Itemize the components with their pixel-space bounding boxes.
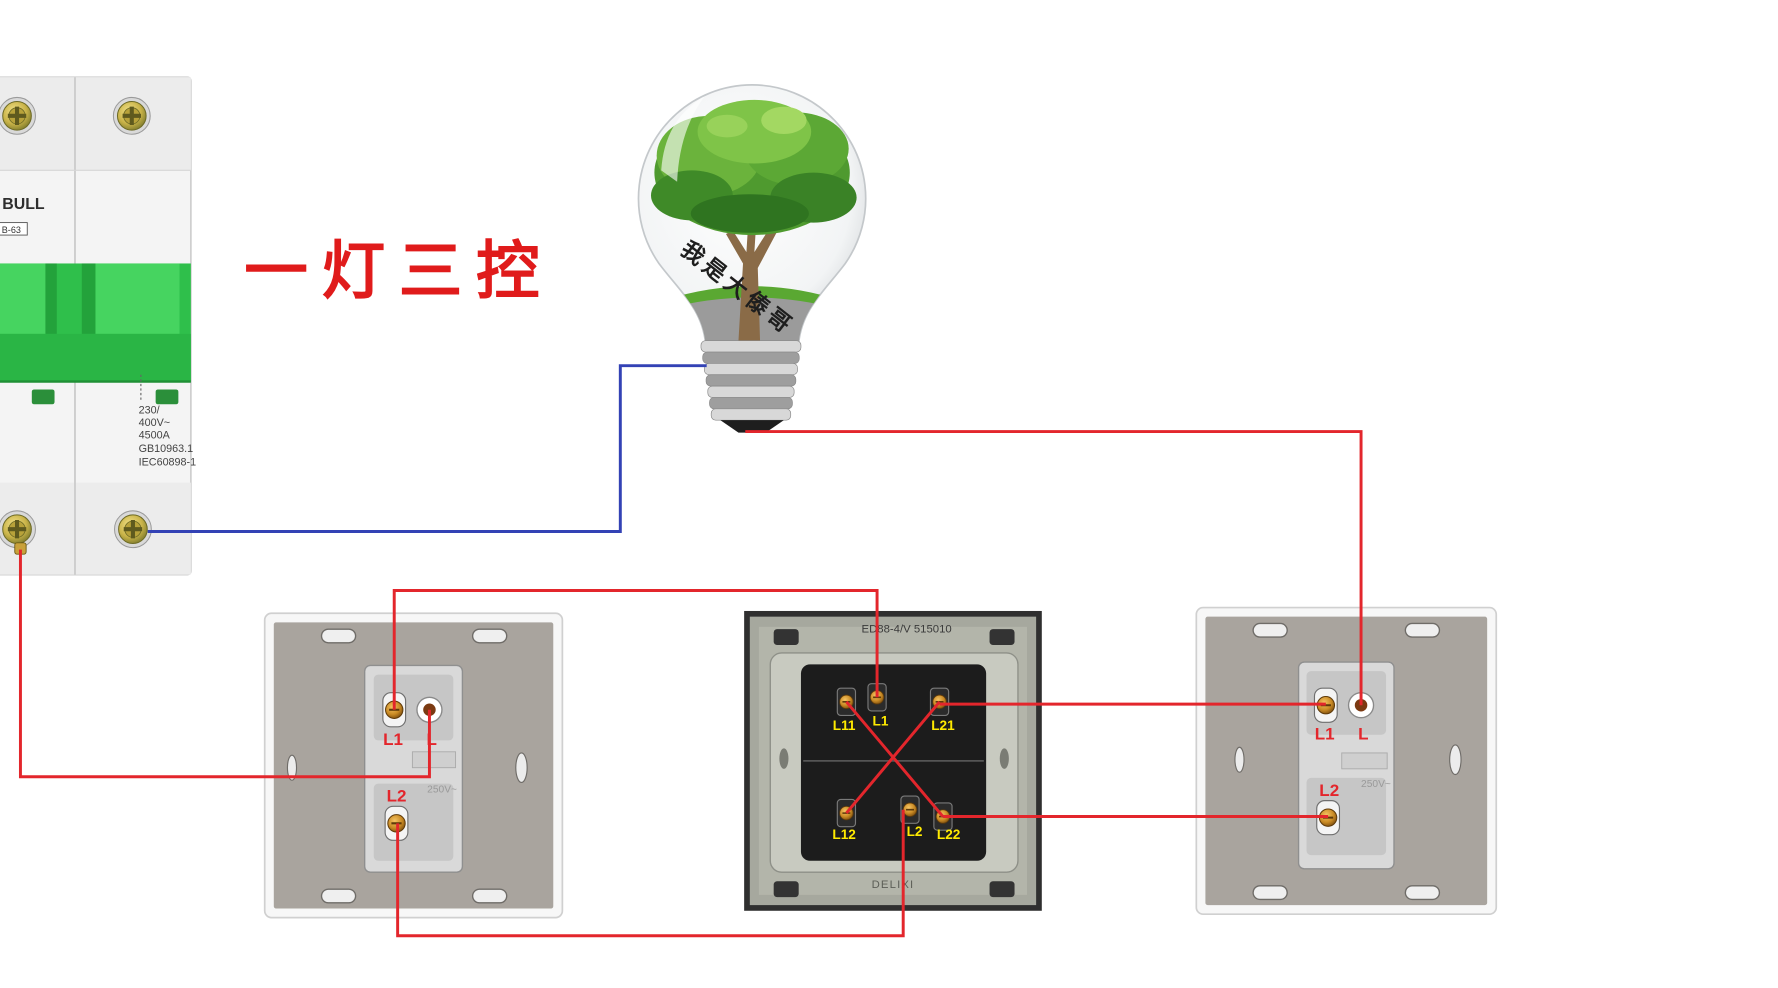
breaker-model-box bbox=[0, 222, 28, 236]
tree-canopy bbox=[690, 194, 809, 233]
mount-slot bbox=[773, 629, 799, 646]
breaker-handle-base bbox=[0, 333, 191, 382]
left-switch-icon: 250V~ L1 L L2 bbox=[263, 612, 564, 919]
module-label-strip bbox=[1341, 752, 1388, 770]
right-switch-icon: 250V~ L1 L L2 bbox=[1195, 606, 1498, 916]
breaker-top-left-screw-icon bbox=[0, 96, 36, 135]
diagram-title: 一灯三控 bbox=[244, 233, 553, 308]
mount-slot bbox=[989, 881, 1015, 898]
bulb-thread bbox=[709, 397, 793, 410]
label-l1: L1 bbox=[873, 714, 889, 729]
traveler-wire-left-l2-to-middle-l2 bbox=[396, 809, 905, 938]
breaker-left-indicator bbox=[31, 389, 55, 405]
label-l1: L1 bbox=[383, 730, 403, 749]
side-hole bbox=[515, 752, 528, 784]
breaker-spec-line: 4500A bbox=[139, 429, 171, 441]
bulb-thread bbox=[700, 340, 802, 353]
mount-slot bbox=[1252, 885, 1288, 901]
mount-slot bbox=[320, 888, 357, 904]
breaker-brand: BULL bbox=[2, 196, 45, 213]
bulb-contact-tip bbox=[720, 420, 784, 433]
breaker-bottom-left-screw-icon bbox=[0, 510, 36, 549]
circuit-breaker: BULL B-63 230/ 400V~ 4500A GB10963.1 IEC… bbox=[0, 76, 197, 576]
label-l11: L11 bbox=[833, 718, 856, 733]
label-l12: L12 bbox=[832, 827, 856, 842]
label-l2: L2 bbox=[907, 824, 923, 839]
mount-slot bbox=[773, 881, 799, 898]
cross-wire-l11-to-l22 bbox=[845, 700, 945, 818]
breaker-right-handle-shadow bbox=[81, 263, 96, 334]
live-wire-breaker-to-left-switch bbox=[18, 549, 431, 779]
neutral-wire bbox=[147, 364, 707, 533]
breaker-spec-line: 400V~ bbox=[139, 417, 170, 429]
breaker-spec-line: IEC60898-1 bbox=[139, 457, 197, 469]
mount-slot bbox=[1404, 622, 1441, 638]
terminal-l2-screw-icon bbox=[902, 802, 918, 817]
switch-rating: 250V~ bbox=[427, 785, 457, 796]
light-bulb-icon: 我是大傣哥 bbox=[637, 84, 867, 433]
switched-live-right-l-to-bulb bbox=[745, 430, 1363, 706]
breaker-right-handle bbox=[95, 263, 180, 334]
middle-switch-icon: ED88-4/V 515010 DELIXI bbox=[744, 610, 1042, 911]
tree-highlight bbox=[706, 114, 748, 138]
switch-rating: 250V~ bbox=[1361, 779, 1391, 790]
traveler-wire-left-l1-to-middle-l1 bbox=[392, 589, 879, 710]
tree-highlight bbox=[761, 106, 807, 135]
wiring bbox=[18, 364, 1363, 938]
breaker-spec-line: 230/ bbox=[139, 404, 160, 416]
middle-switch-labels: L11 L1 L21 L12 L2 L22 bbox=[832, 714, 960, 843]
bulb-thread bbox=[707, 385, 795, 398]
breaker-left-handle bbox=[0, 263, 46, 334]
side-hole bbox=[999, 748, 1009, 769]
breaker-left-handle-shadow bbox=[45, 263, 57, 334]
label-l22: L22 bbox=[937, 827, 961, 842]
bulb-thread bbox=[705, 374, 797, 387]
side-hole bbox=[1449, 744, 1462, 776]
mount-slot bbox=[989, 629, 1015, 646]
bulb-thread bbox=[710, 408, 792, 421]
mount-slot bbox=[320, 628, 357, 644]
side-hole bbox=[779, 748, 789, 769]
breaker-model: B-63 bbox=[2, 225, 21, 235]
module-label-strip bbox=[411, 751, 457, 769]
switch-brand: DELIXI bbox=[872, 879, 915, 891]
breaker-bottom-right-screw-icon bbox=[114, 510, 152, 549]
breaker-spec-line: GB10963.1 bbox=[139, 443, 194, 455]
mount-slot bbox=[1252, 622, 1288, 638]
label-l21: L21 bbox=[931, 718, 955, 733]
switch-model-header: ED88-4/V 515010 bbox=[862, 624, 952, 636]
module-bottom-housing bbox=[1306, 777, 1387, 856]
breaker-right-indicator bbox=[155, 389, 179, 405]
mount-slot bbox=[471, 628, 508, 644]
mount-slot bbox=[1404, 885, 1441, 901]
label-l2: L2 bbox=[1319, 781, 1339, 800]
mount-slot bbox=[471, 888, 508, 904]
bulb-thread bbox=[702, 351, 800, 364]
label-l: L bbox=[1358, 724, 1368, 743]
cross-wire-l21-to-l12 bbox=[845, 700, 941, 815]
bulb-reflection bbox=[661, 96, 705, 182]
module-bottom-housing bbox=[373, 783, 454, 861]
label-l2: L2 bbox=[387, 787, 407, 806]
label-l1: L1 bbox=[1315, 724, 1335, 743]
side-hole bbox=[286, 754, 298, 781]
side-hole bbox=[1234, 746, 1245, 773]
tree-trunk bbox=[725, 215, 778, 341]
breaker-top-right-screw-icon bbox=[112, 96, 151, 135]
label-l: L bbox=[427, 730, 437, 749]
bulb-thread bbox=[704, 363, 798, 376]
bulb-screw-base bbox=[700, 340, 802, 421]
